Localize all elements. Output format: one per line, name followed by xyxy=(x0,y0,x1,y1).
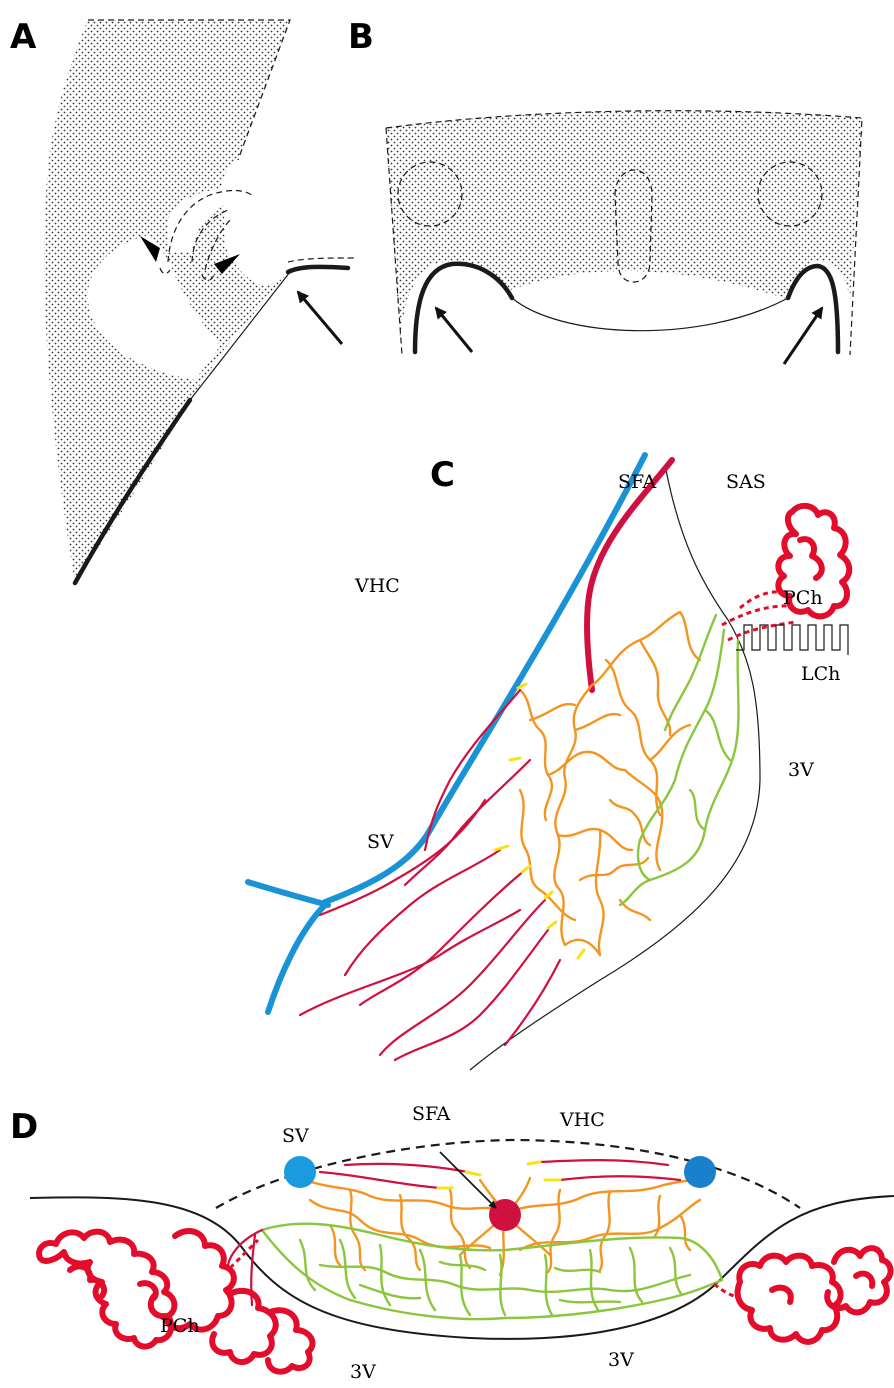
panel-c-letter: C xyxy=(430,455,455,495)
panel-d-label-sfa: SFA xyxy=(412,1103,451,1125)
panel-d-label-pch: PCh xyxy=(160,1315,200,1337)
panel-d-label-3v-left: 3V xyxy=(350,1361,376,1383)
panel-b-tissue xyxy=(386,111,862,340)
panel-c-red-vessels xyxy=(300,690,560,1060)
panel-b-left-bold xyxy=(415,264,512,352)
panel-b-left-arrow xyxy=(436,308,472,352)
panel-c-label-vhc: VHC xyxy=(354,575,400,597)
panel-d-yellow-transitions xyxy=(438,1162,560,1188)
panel-c-label-sas: SAS xyxy=(726,471,766,493)
panel-b: B xyxy=(348,17,862,364)
panel-d-sfa-dot xyxy=(489,1199,521,1231)
panel-c: C xyxy=(248,455,849,1070)
panel-b-right-arrow xyxy=(784,308,822,364)
panel-c-label-sv: SV xyxy=(367,831,394,853)
panel-c-lch-line xyxy=(736,625,848,655)
panel-d-sv-left-dot xyxy=(284,1156,316,1188)
panel-c-sfa-artery xyxy=(587,460,672,690)
panel-b-letter: B xyxy=(348,17,374,57)
panel-d-sfa-arrow xyxy=(440,1152,496,1208)
panel-d-label-sv: SV xyxy=(282,1125,309,1147)
panel-a: A xyxy=(10,17,354,583)
panel-d-label-vhc: VHC xyxy=(559,1109,605,1131)
panel-d: D xyxy=(10,1103,894,1383)
panel-d-sv-right-dot xyxy=(684,1156,716,1188)
panel-d-label-3v-right: 3V xyxy=(608,1349,634,1371)
panel-c-label-lch: LCh xyxy=(801,663,840,685)
panel-c-boundary xyxy=(470,470,760,1070)
panel-c-label-3v: 3V xyxy=(788,759,814,781)
panel-a-arrow xyxy=(298,292,342,344)
panel-b-right-bold xyxy=(788,266,838,352)
panel-c-green-network xyxy=(620,615,739,905)
panel-d-letter: D xyxy=(10,1107,38,1147)
panel-a-letter: A xyxy=(10,17,37,57)
panel-d-green-network xyxy=(262,1224,722,1319)
panel-c-label-sfa: SFA xyxy=(618,471,657,493)
panel-c-label-pch: PCh xyxy=(783,587,823,609)
